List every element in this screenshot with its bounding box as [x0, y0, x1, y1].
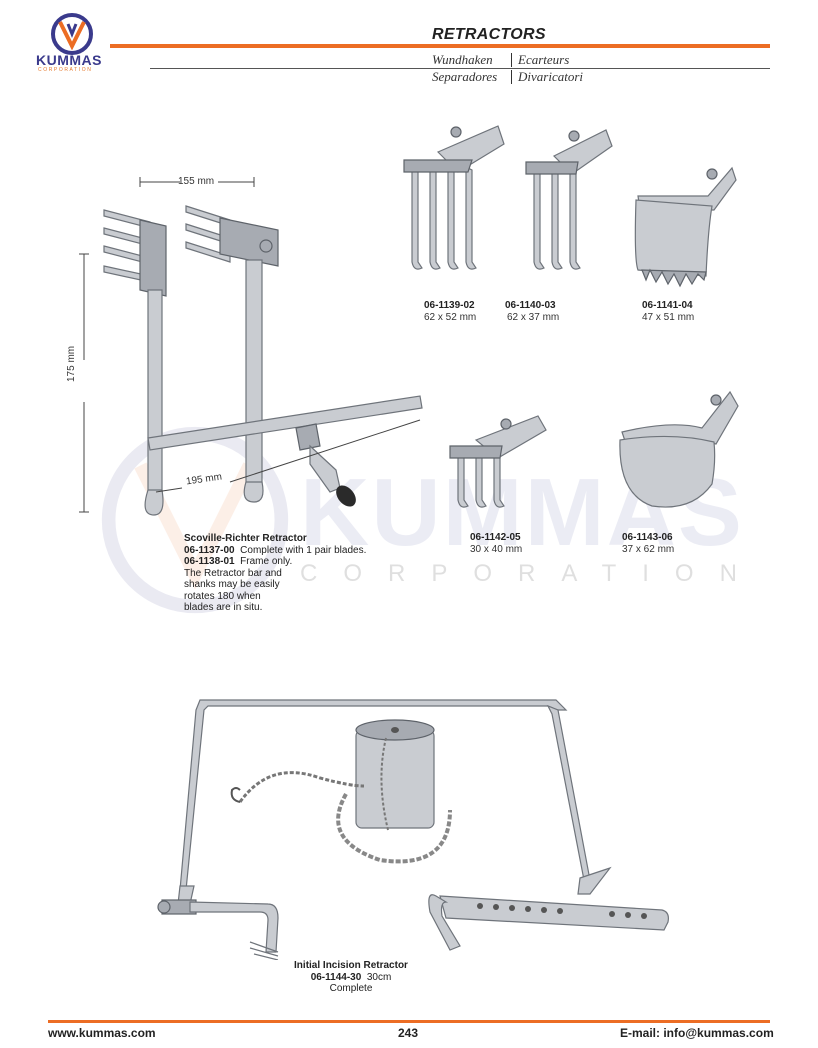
blade-code: 06-1139-02: [424, 300, 475, 311]
footer-accent-rule: [48, 1020, 770, 1023]
note-line: blades are in situ.: [184, 602, 263, 613]
page-title: RETRACTORS: [432, 26, 546, 43]
note-line: rotates 180 when: [184, 590, 261, 602]
blade-code: 06-1140-03: [505, 300, 556, 311]
translation-separator: [511, 53, 512, 67]
note-line: shanks may be easily: [184, 579, 280, 590]
brand-subtitle: CORPORATION: [38, 67, 93, 73]
dimension-width-label: 155 mm: [178, 176, 215, 187]
scoville-description: Scoville-Richter Retractor 06-1137-00 Co…: [184, 533, 424, 614]
blade-size: 62 x 52 mm: [424, 312, 477, 323]
product-note: Complete: [329, 983, 373, 994]
blade-size: 37 x 62 mm: [622, 544, 675, 555]
product-size: 30cm: [366, 971, 392, 983]
translation-separator: [511, 70, 512, 84]
product-code: 06-1144-30: [310, 971, 362, 983]
incision-description: Initial Incision Retractor 06-1144-30 30…: [286, 960, 416, 995]
blade-image-spoon: [619, 390, 739, 508]
translation-es: Separadores: [432, 69, 498, 84]
note-line: The Retractor bar and: [184, 567, 282, 579]
blade-image-small-3-prong: [449, 415, 547, 508]
product-code: 06-1137-00: [184, 544, 235, 556]
initial-incision-retractor-image: [157, 699, 669, 960]
kummas-logo-icon: [51, 13, 93, 55]
blade-code: 06-1142-05: [470, 532, 521, 543]
blade-size: 30 x 40 mm: [470, 544, 523, 555]
dimension-height-label: 175 mm: [66, 345, 77, 382]
page-number: 243: [398, 1026, 419, 1040]
watermark-subtitle: CORPORATION: [300, 560, 763, 587]
scoville-richter-retractor-image: [79, 177, 423, 516]
blade-image-3-prong: [525, 129, 613, 270]
product-desc: Complete with 1 pair blades.: [240, 544, 367, 556]
blade-image-4-prong: [403, 125, 505, 270]
blade-size: 47 x 51 mm: [642, 312, 695, 323]
product-code: 06-1138-01: [184, 556, 235, 567]
translation-it: Divaricatori: [518, 69, 583, 84]
blade-image-toothed: [634, 166, 737, 288]
header-accent-rule: [110, 44, 770, 48]
blade-size: 62 x 37 mm: [507, 312, 560, 323]
blade-code: 06-1141-04: [642, 300, 693, 311]
product-desc: Frame only.: [240, 556, 293, 567]
translation-de: Wundhaken: [432, 52, 493, 67]
product-name: Scoville-Richter Retractor: [184, 533, 307, 544]
header-divider: [150, 68, 770, 69]
brand-name: KUMMAS: [36, 52, 102, 68]
footer-website-link[interactable]: www.kummas.com: [48, 1026, 156, 1040]
translation-fr: Ecarteurs: [518, 52, 570, 67]
product-name: Initial Incision Retractor: [294, 960, 408, 971]
blade-code: 06-1143-06: [622, 532, 673, 543]
footer-email-link[interactable]: E-mail: info@kummas.com: [620, 1026, 774, 1040]
